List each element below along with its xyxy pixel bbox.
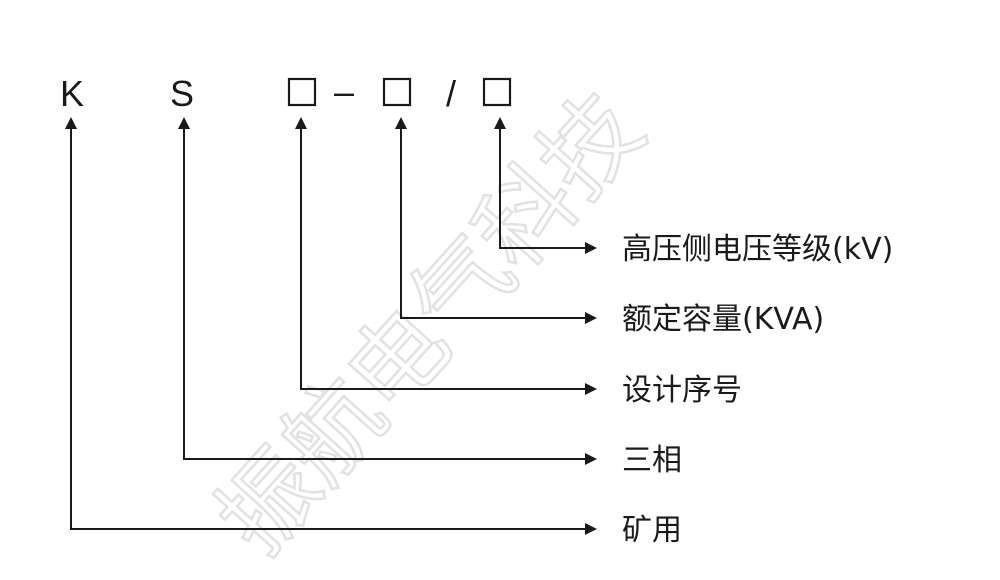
leader-capacity [395, 117, 597, 324]
leader-design [295, 117, 597, 395]
label-voltage-level: 高压侧电压等级(kV) [622, 232, 893, 267]
arrowhead-right-icon [585, 242, 597, 254]
arrowhead-up-icon [494, 117, 506, 129]
code-box-capacity [382, 77, 412, 107]
watermark: 振航电气科技 [196, 72, 665, 575]
leader-mining [65, 117, 597, 535]
code-box-voltage [482, 77, 512, 107]
arrowhead-right-icon [585, 383, 597, 395]
code-slash: / [446, 73, 456, 114]
arrowhead-up-icon [65, 117, 77, 129]
arrowhead-up-icon [295, 117, 307, 129]
leader-phase [178, 117, 597, 465]
label-design-number: 设计序号 [622, 373, 742, 408]
label-three-phase: 三相 [622, 443, 682, 478]
arrowhead-up-icon [178, 117, 190, 129]
arrowhead-right-icon [585, 523, 597, 535]
leader-voltage [494, 117, 597, 254]
code-dash: – [334, 71, 354, 112]
arrowhead-right-icon [585, 312, 597, 324]
arrowhead-right-icon [585, 453, 597, 465]
label-rated-capacity: 额定容量(KVA) [622, 302, 824, 337]
arrowhead-up-icon [395, 117, 407, 129]
code-letter-s: S [170, 73, 194, 114]
label-mining: 矿用 [622, 513, 682, 548]
code-box-design-number [287, 77, 317, 107]
code-letter-k: K [60, 73, 84, 114]
